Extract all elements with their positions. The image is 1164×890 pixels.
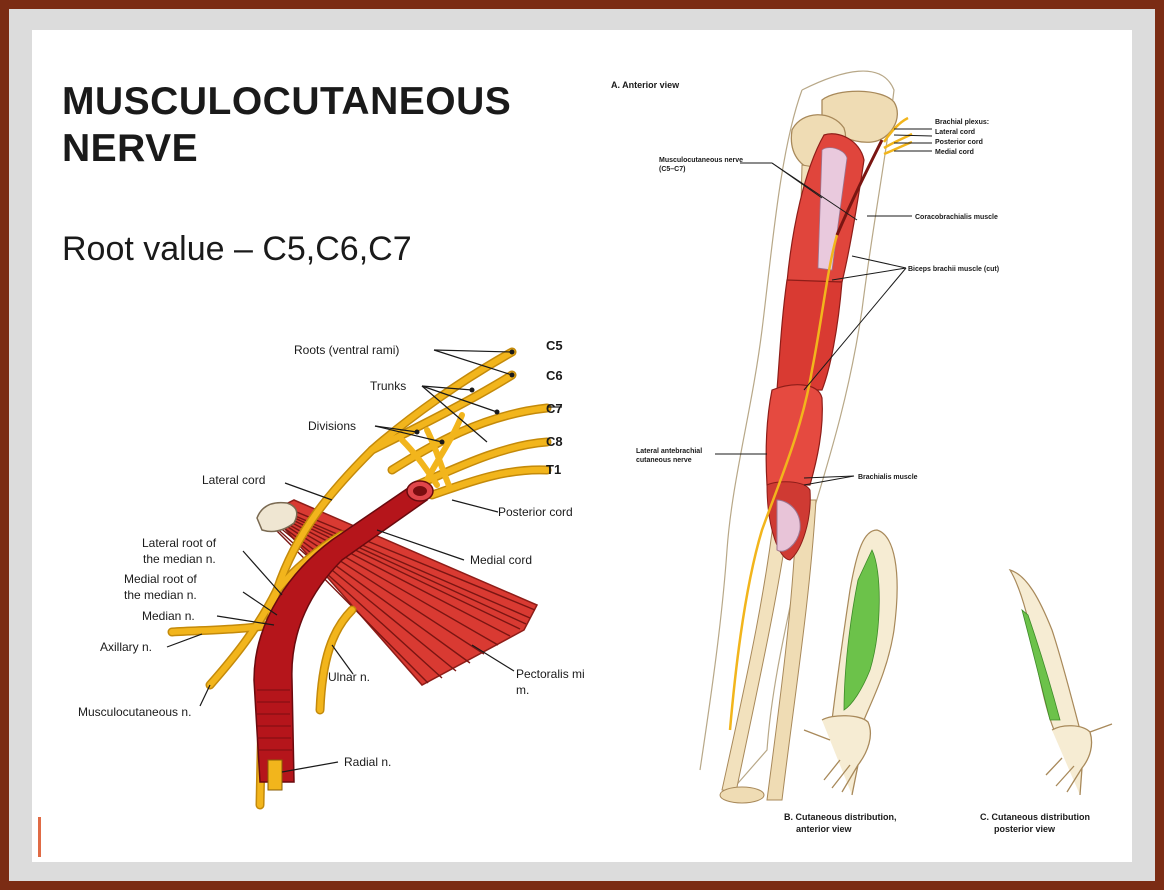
label-lateral-cord: Lateral cord <box>202 473 265 487</box>
plexus-leader-dots <box>414 349 515 445</box>
label-trunks: Trunks <box>370 379 406 393</box>
label-view-b-2: anterior view <box>796 824 853 834</box>
arm-leader-lines <box>715 128 933 486</box>
label-arm-musculocutaneous-2: (C5–C7) <box>659 166 685 173</box>
label-posterior-cord: Posterior cord <box>498 505 573 519</box>
label-divisions: Divisions <box>308 419 356 433</box>
label-biceps: Biceps brachii muscle (cut) <box>908 266 999 273</box>
coracoid-process <box>256 501 298 533</box>
label-axillary-nerve: Axillary n. <box>100 640 152 654</box>
label-musculocutaneous-nerve: Musculocutaneous n. <box>78 705 191 719</box>
label-view-c-1: C. Cutaneous distribution <box>980 812 1090 822</box>
label-lateral-root-1: Lateral root of <box>142 536 217 550</box>
label-coracobrachialis: Coracobrachialis muscle <box>915 214 998 221</box>
label-arm-musculocutaneous-1: Musculocutaneous nerve <box>659 157 743 164</box>
label-medial-cord: Medial cord <box>470 553 532 567</box>
label-median-nerve: Median n. <box>142 609 195 623</box>
label-lateral-antebrachial-2: cutaneous nerve <box>636 457 692 464</box>
forearm-bones <box>719 489 817 804</box>
label-level-c8: C8 <box>546 434 563 449</box>
label-radial-nerve: Radial n. <box>344 755 391 769</box>
label-pectoralis-2: m. <box>516 683 529 697</box>
label-level-c5: C5 <box>546 338 563 353</box>
label-view-b-1: B. Cutaneous distribution, <box>784 812 897 822</box>
label-ulnar-nerve: Ulnar n. <box>328 670 370 684</box>
label-level-t1: T1 <box>546 462 561 477</box>
root-value-text: Root value – C5,C6,C7 <box>62 230 412 268</box>
label-medial-root-1: Medial root of <box>124 572 197 586</box>
label-lateral-root-2: the median n. <box>143 552 216 566</box>
arm-skin-outline <box>699 70 895 791</box>
label-roots: Roots (ventral rami) <box>294 343 399 357</box>
arm-anterior-figure: A. Anterior view Brachial plexus: Latera… <box>611 70 1113 834</box>
cutaneous-area-anterior <box>843 549 880 711</box>
arm-muscles <box>765 133 865 561</box>
label-level-c6: C6 <box>546 368 563 383</box>
axillary-artery <box>253 480 434 783</box>
label-view-c-2: posterior view <box>994 824 1056 834</box>
slide-accent-bar <box>38 817 41 857</box>
label-brachialis: Brachialis muscle <box>858 474 918 481</box>
label-arm-posterior-cord: Posterior cord <box>935 139 983 146</box>
label-view-a: A. Anterior view <box>611 80 680 90</box>
label-level-c7: C7 <box>546 401 563 416</box>
hand-anterior <box>803 715 872 796</box>
forearm-posterior-view <box>1008 568 1113 796</box>
hand-posterior <box>1045 723 1113 796</box>
label-arm-lateral-cord: Lateral cord <box>935 129 975 136</box>
label-arm-medial-cord: Medial cord <box>935 149 974 156</box>
musculocutaneous-nerve-path <box>835 139 884 236</box>
label-brachial-plexus: Brachial plexus: <box>935 119 989 126</box>
label-lateral-antebrachial-1: Lateral antebrachial <box>636 448 702 455</box>
brachial-plexus-figure: Roots (ventral rami) Trunks Divisions La… <box>78 338 585 810</box>
plexus-nerves <box>169 349 550 808</box>
cutaneous-area-posterior <box>1021 608 1061 721</box>
label-pectoralis-1: Pectoralis mi <box>516 667 585 681</box>
plexus-leader-lines <box>166 349 562 773</box>
forearm-anterior-view <box>803 529 898 796</box>
slide: MUSCULOCUTANEOUS NERVE Root value – C5,C… <box>32 30 1132 862</box>
radial-nerve-stub <box>267 759 283 791</box>
slide-title: MUSCULOCUTANEOUS NERVE <box>62 80 512 170</box>
label-medial-root-2: the median n. <box>124 588 197 602</box>
